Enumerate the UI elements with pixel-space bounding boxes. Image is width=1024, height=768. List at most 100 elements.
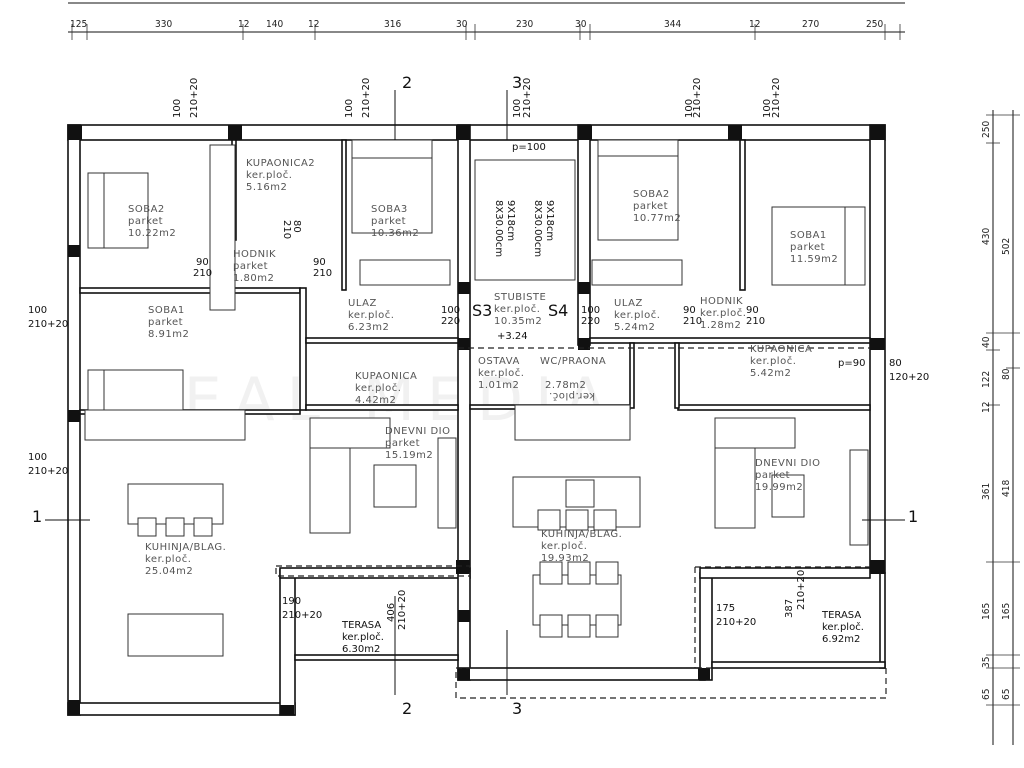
label: 210+20 (397, 590, 408, 630)
dim-label: 430 (981, 228, 992, 245)
label: SOBA2 (128, 204, 165, 215)
label: TERASA (341, 620, 381, 631)
label: 9X18cm (505, 200, 516, 241)
label: 210+20 (796, 570, 807, 610)
room-kuhinja-middle: KUHINJA/BLAG.ker.ploč.19.93m2 (541, 529, 622, 564)
dim-label: 125 (70, 19, 87, 30)
dim-label: 40 (981, 336, 992, 348)
label: SOBA3 (371, 204, 408, 215)
label: HODNIK (233, 249, 276, 260)
label: ULAZ (348, 298, 377, 309)
label: 387 (784, 599, 795, 618)
label: 210+20 (692, 78, 703, 118)
label: 120+20 (889, 372, 929, 383)
label: ker.ploč. (750, 355, 796, 367)
label: 6.92m2 (822, 634, 860, 645)
label: 210+20 (189, 78, 200, 118)
room-kuhinja-left: KUHINJA/BLAG.ker.ploč.25.04m2 (145, 542, 226, 577)
label: S3 (472, 301, 492, 320)
walls (67, 124, 887, 716)
label: 10.36m2 (371, 228, 419, 239)
label: ker.ploč. (246, 169, 292, 181)
label: 80 (291, 220, 302, 233)
label: 100 (28, 452, 47, 463)
furniture (84, 139, 869, 657)
label: 90 (683, 305, 696, 316)
label: parket (148, 317, 183, 328)
stair-labels: S3 S4 +3.24 p=100 9X18cm 8X30.00cm 9X18c… (472, 142, 568, 342)
label: 11.59m2 (790, 254, 838, 265)
dim-label: 30 (575, 19, 587, 30)
label: 10.22m2 (128, 228, 176, 239)
label: 6.23m2 (348, 322, 389, 333)
dim-label: 361 (981, 483, 992, 500)
label: 1.01m2 (478, 380, 519, 391)
dim-label: 65 (981, 689, 992, 700)
dim-label: 250 (981, 121, 992, 138)
label: 100 (28, 305, 47, 316)
label: ker.ploč. (342, 631, 384, 643)
label: 8X30.00cm (493, 200, 504, 257)
label: 6.30m2 (342, 644, 380, 655)
label: 210+20 (28, 319, 68, 330)
label: 1.28m2 (700, 320, 741, 331)
label: 90 (313, 257, 326, 268)
label: OSTAVA (478, 356, 520, 367)
label: 8.91m2 (148, 329, 189, 340)
label: STUBISTE (494, 292, 546, 303)
label: 210 (281, 220, 292, 239)
label: parket (233, 261, 268, 272)
dim-label: 122 (981, 371, 992, 388)
label: ker.ploč. (614, 309, 660, 321)
label: 4.42m2 (355, 395, 396, 406)
label: 2 (402, 73, 412, 92)
label: ker.ploč. (494, 303, 540, 315)
label: 190 (282, 596, 301, 607)
label: 210+20 (522, 78, 533, 118)
label: 100 (581, 305, 600, 316)
label: 25.04m2 (145, 566, 193, 577)
label: 3 (512, 699, 522, 718)
label: 90 (746, 305, 759, 316)
label: 100 (344, 99, 355, 118)
label: 19.93m2 (541, 553, 589, 564)
dim-label: 140 (266, 19, 283, 30)
label: parket (633, 201, 668, 212)
label: 100 (512, 99, 523, 118)
dim-label: 80 (1001, 368, 1012, 380)
dim-label: 35 (981, 657, 992, 668)
right-dimension-chain: 250 430 40 122 12 361 165 35 65 502 80 4… (981, 110, 1020, 745)
label: parket (128, 216, 163, 227)
label: 80 (889, 358, 902, 369)
dim-label: 344 (664, 19, 681, 30)
label: parket (371, 216, 406, 227)
label: ker.ploč. (348, 309, 394, 321)
label: 100 (172, 99, 183, 118)
label: TERASA (821, 610, 861, 621)
dim-label: 502 (1001, 238, 1012, 255)
label: KUPAONICA (355, 371, 417, 382)
top-dimension-chain: 125 330 12 140 12 316 30 230 30 344 12 2… (68, 2, 905, 40)
label: 210+20 (28, 466, 68, 477)
label: 3 (512, 73, 522, 92)
label: HODNIK (700, 296, 743, 307)
label: ULAZ (614, 298, 643, 309)
dim-label: 270 (802, 19, 819, 30)
dim-label: 65 (1001, 689, 1012, 700)
label: S4 (548, 301, 568, 320)
label: 100 (441, 305, 460, 316)
label: 100 (684, 99, 695, 118)
